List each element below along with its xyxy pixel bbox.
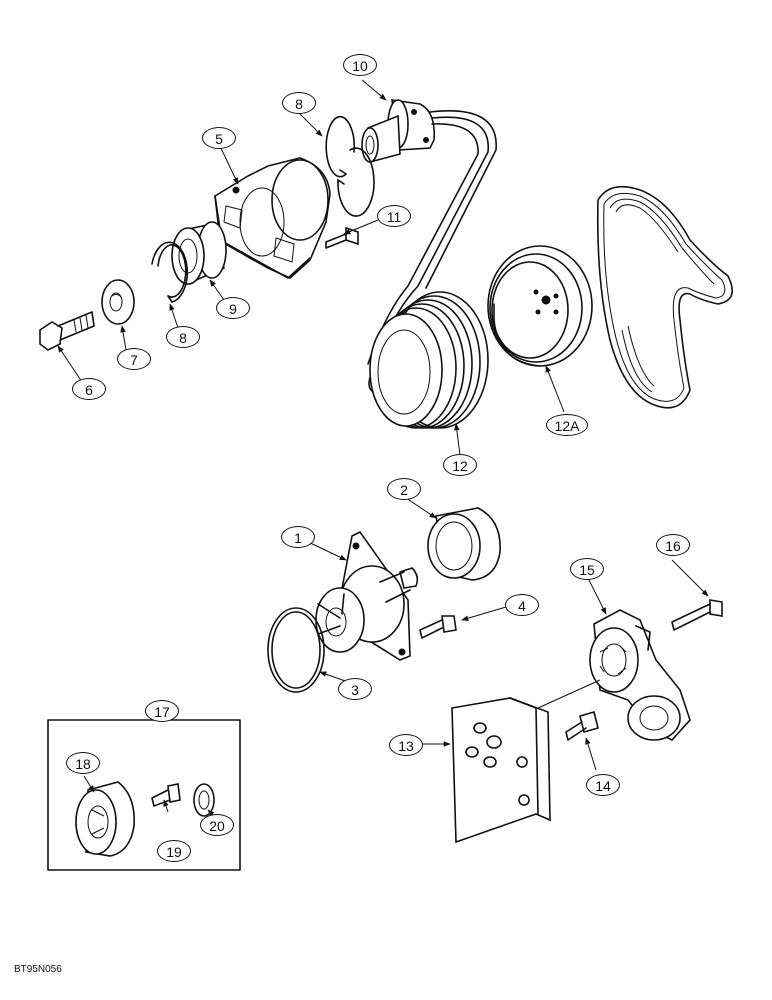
part-5-idler-housing [214,157,331,279]
part-3-o-ring [267,607,325,693]
callout-7: 7 [117,348,151,370]
callout-14: 14 [586,774,620,796]
callout-12a: 12A [546,414,588,436]
part-7-washer [101,279,135,325]
callout-11: 11 [377,205,411,227]
part-12-crank-pulley [369,291,489,429]
part-9-bearing [171,221,227,285]
callout-17: 17 [145,700,179,722]
serpentine-belt-right [596,185,734,409]
callout-12: 12 [443,454,477,476]
part-16-bolt [671,599,723,631]
callout-6: 6 [72,378,106,400]
callout-20: 20 [200,814,234,836]
callout-13: 13 [389,734,423,756]
kit-17-inset-box [47,719,241,871]
callout-2: 2 [387,478,421,500]
callout-4: 4 [505,594,539,616]
callout-10: 10 [343,54,377,76]
part-8-snap-ring-lower [151,241,189,303]
part-19-bolt [151,783,181,807]
callout-3: 3 [338,678,372,700]
callout-1: 1 [281,526,315,548]
callout-19: 19 [157,840,191,862]
part-13-bracket-plate [451,679,601,844]
part-6-bolt [39,311,95,351]
callout-15: 15 [570,558,604,580]
callout-8-lower: 8 [166,326,200,348]
part-1-water-pump [315,530,419,661]
part-12a-damper-pulley [487,245,593,367]
part-14-bolt [565,711,599,741]
part-4-bolt [419,615,457,639]
part-2-pulley-hub [427,507,501,581]
callout-16: 16 [656,534,690,556]
callout-9: 9 [216,297,250,319]
part-18-idler-pulley [75,781,135,857]
part-15-tensioner [589,609,691,741]
part-20-spacer [193,783,215,817]
part-11-bolt [325,226,359,249]
part-8-snap-ring-upper [325,115,375,217]
callout-18: 18 [66,752,100,774]
callout-8-upper: 8 [282,92,316,114]
callout-5: 5 [202,127,236,149]
part-10-idler-shaft [361,99,436,164]
figure-reference-code: BT95N056 [14,964,62,975]
